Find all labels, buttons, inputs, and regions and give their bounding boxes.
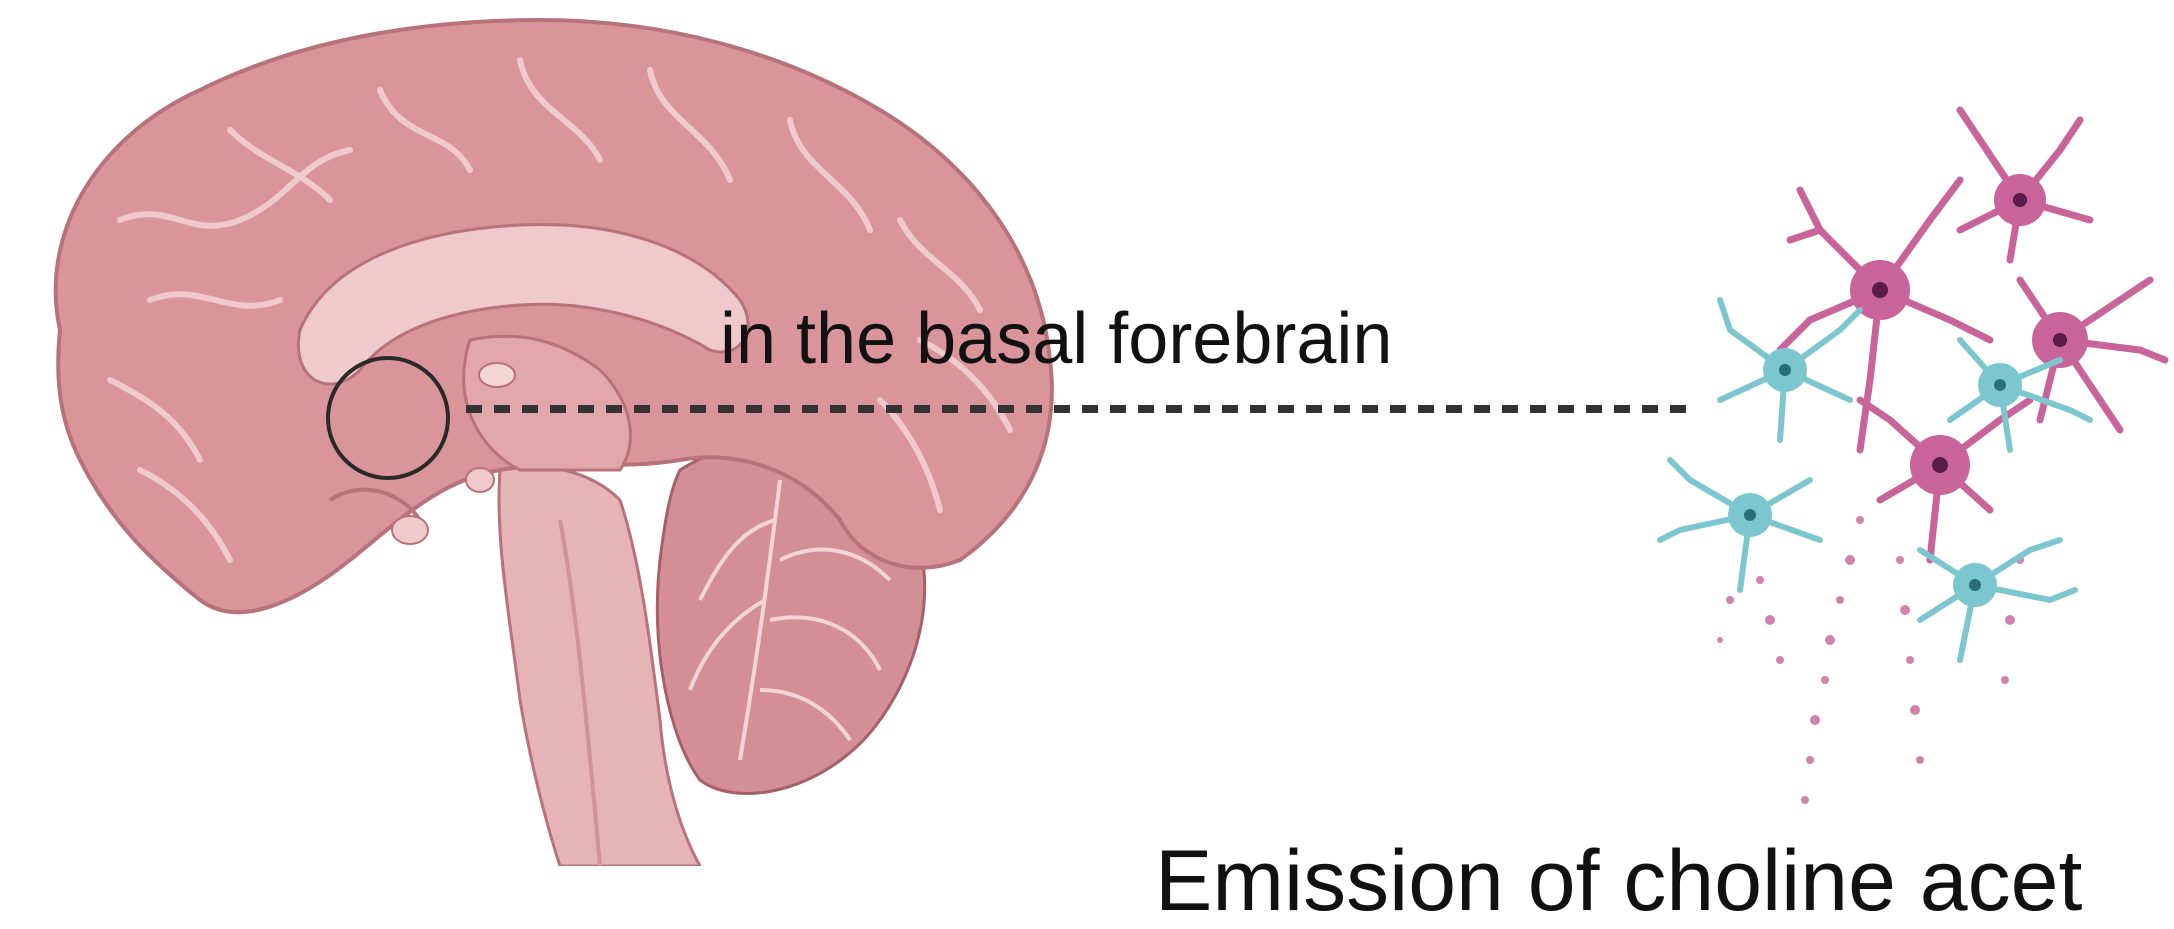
brain-illustration	[56, 20, 1052, 866]
caption-cut-off: Emission of choline acet	[1155, 838, 2082, 924]
region-label: in the basal forebrain	[720, 298, 1392, 380]
figure-canvas	[0, 0, 2174, 866]
neuron-cluster	[1660, 110, 2165, 804]
